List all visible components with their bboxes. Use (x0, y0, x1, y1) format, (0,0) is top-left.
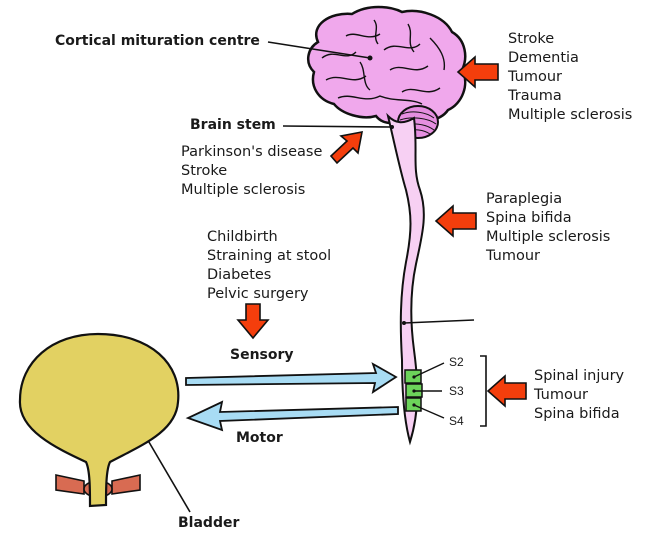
cause-item: Stroke (508, 31, 555, 47)
bladder-label: Bladder (178, 515, 240, 531)
cause-item: Diabetes (207, 267, 272, 283)
sensory-label: Sensory (230, 347, 294, 363)
spinal-cord-causes-list: Paraplegia Spina bifida Multiple scleros… (486, 190, 610, 266)
cause-item: Stroke (181, 163, 228, 179)
peripheral-causes-list: Childbirth Straining at stool Diabetes P… (207, 228, 331, 304)
cause-item: Spina bifida (486, 210, 572, 226)
peripheral-cause-arrow (236, 303, 270, 340)
cause-item: Spinal injury (534, 368, 625, 384)
sensory-arrow (185, 362, 398, 394)
cause-item: Straining at stool (207, 248, 332, 264)
brain-causes-list: Stroke Dementia Tumour Trauma Multiple s… (508, 30, 632, 125)
cause-item: Pelvic surgery (207, 286, 309, 302)
brain-cause-arrow (456, 55, 499, 89)
cause-item: Multiple sclerosis (508, 107, 633, 123)
cause-item: Trauma (508, 88, 562, 104)
segment-bracket (480, 355, 487, 427)
segment-label-s3: S3 (449, 384, 464, 398)
cause-item: Tumour (534, 387, 588, 403)
motor-arrow (185, 400, 399, 432)
cause-item: Tumour (486, 248, 540, 264)
cortical-micturition-label: Cortical mituration centre (55, 33, 260, 49)
segment-label-s2: S2 (449, 355, 464, 369)
cause-item: Paraplegia (486, 191, 563, 207)
cause-item: Dementia (508, 50, 579, 66)
cause-item: Tumour (508, 69, 562, 85)
cause-item: Multiple sclerosis (486, 229, 611, 245)
spinal-cord-illustration (386, 112, 487, 446)
brain-stem-causes-list: Parkinson's disease Stroke Multiple scle… (181, 143, 322, 200)
sacral-causes-list: Spinal injury Tumour Spina bifida (534, 367, 624, 424)
sacral-cause-arrow (486, 374, 527, 408)
brain-illustration (306, 5, 467, 139)
cause-item: Multiple sclerosis (181, 182, 306, 198)
cause-item: Childbirth (207, 229, 278, 245)
cause-item: Parkinson's disease (181, 144, 323, 160)
cause-item: Spina bifida (534, 406, 620, 422)
spinal-cord-cause-arrow (434, 204, 477, 238)
bladder-illustration (18, 332, 180, 508)
segment-label-s4: S4 (449, 414, 464, 428)
brain-stem-cause-arrow (329, 130, 364, 165)
brain-stem-label: Brain stem (190, 117, 276, 133)
red-arrows (236, 55, 527, 408)
motor-label: Motor (236, 430, 283, 446)
